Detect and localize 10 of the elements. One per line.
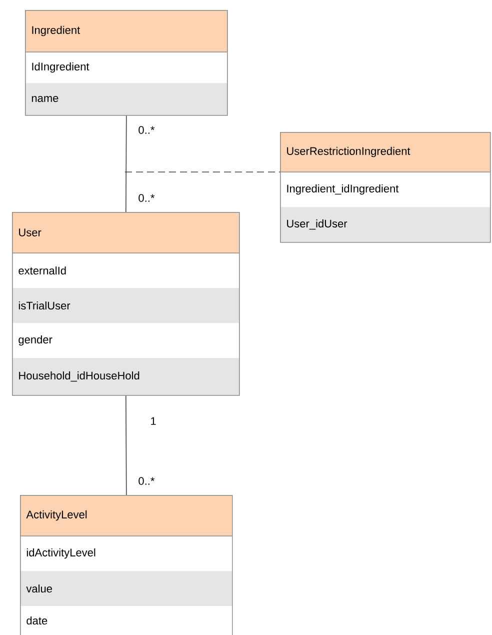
multiplicity-label: 0..*	[138, 194, 155, 202]
class-box: User externalId isTrialUser gender Household_idHouseHold	[12, 212, 240, 396]
class-box: ActivityLevel idActivityLevel value date	[20, 495, 233, 635]
multiplicity-label: 1	[151, 417, 156, 425]
multiplicity-label: 0..*	[138, 477, 155, 485]
multiplicity-label: 0..*	[138, 126, 155, 134]
class-box: Ingredient IdIngredient name	[24, 10, 228, 116]
class-box: UserRestrictionIngredient Ingredient_idIngredient User_idUser	[280, 132, 491, 243]
association-line	[126, 395, 127, 496]
association-line	[126, 115, 127, 212]
